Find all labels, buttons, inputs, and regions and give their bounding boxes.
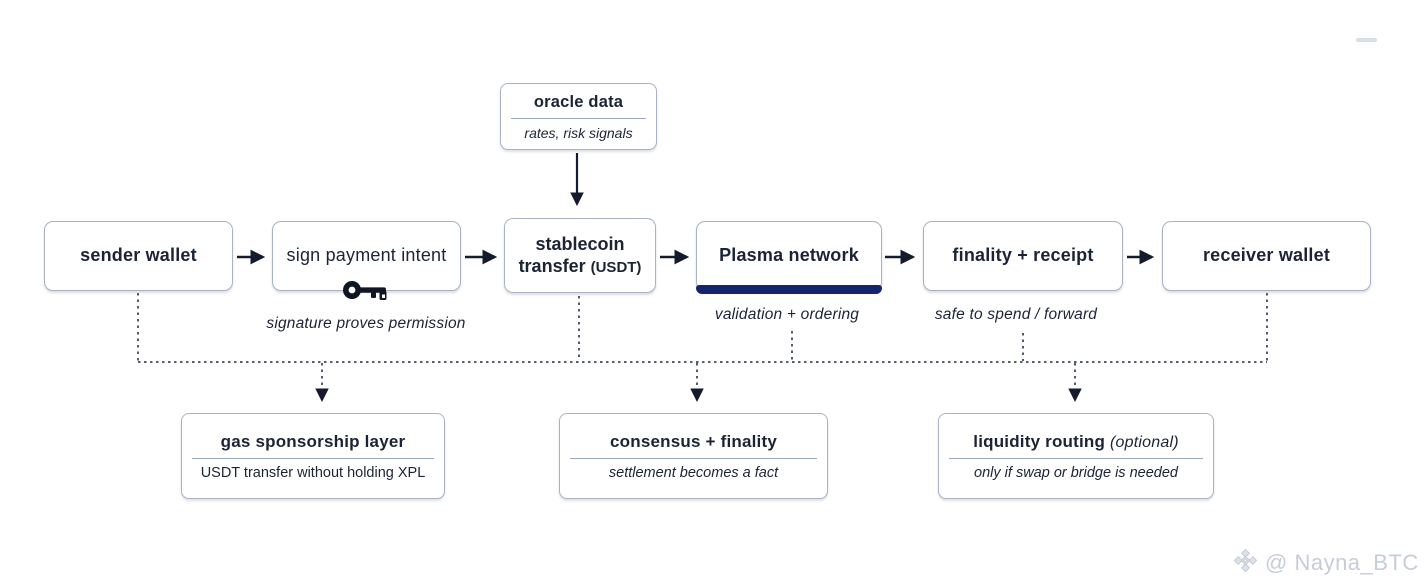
watermark: @ Nayna_BTC (1232, 547, 1419, 579)
oracle-subtitle: rates, risk signals (524, 124, 633, 141)
scan-artifact-dash (1356, 38, 1377, 42)
oracle-title: oracle data (533, 92, 624, 111)
node-consensus-finality: consensus + finality settlement becomes … (559, 413, 828, 499)
liquidity-title-suffix: (optional) (1110, 433, 1179, 451)
stablecoin-line1: stablecoin (535, 233, 625, 254)
node-plasma-network: Plasma network (696, 221, 882, 294)
stablecoin-suffix: (USDT) (590, 259, 642, 277)
node-gas-sponsorship-layer: gas sponsorship layer USDT transfer with… (181, 413, 445, 499)
node-receiver-wallet: receiver wallet (1162, 221, 1371, 291)
sign-payment-intent-label: sign payment intent (286, 245, 447, 266)
caption-safe-to-spend: safe to spend / forward (934, 306, 1098, 323)
binance-diamond-icon (1232, 547, 1259, 579)
node-finality-receipt: finality + receipt (923, 221, 1123, 291)
node-stablecoin-transfer: stablecoin transfer (USDT) (504, 218, 656, 293)
liquidity-layer-title: liquidity routing (optional) (973, 432, 1178, 452)
consensus-layer-title: consensus + finality (610, 431, 777, 451)
receiver-wallet-label: receiver wallet (1202, 245, 1331, 266)
sender-wallet-label: sender wallet (80, 245, 197, 266)
oracle-divider (511, 117, 646, 119)
gas-layer-divider (192, 457, 434, 459)
node-liquidity-routing: liquidity routing (optional) only if swa… (938, 413, 1214, 499)
watermark-handle: @ Nayna_BTC (1265, 550, 1419, 575)
liquidity-title-text: liquidity routing (973, 431, 1106, 451)
consensus-layer-subtitle: settlement becomes a fact (608, 464, 779, 481)
key-icon (342, 277, 390, 307)
plasma-network-label: Plasma network (719, 245, 859, 266)
caption-signature: signature proves permission (266, 315, 466, 332)
gas-layer-title: gas sponsorship layer (220, 431, 406, 451)
finality-receipt-label: finality + receipt (952, 245, 1094, 266)
stablecoin-line2: transfer (518, 256, 586, 277)
liquidity-layer-subtitle: only if swap or bridge is needed (974, 464, 1178, 481)
plasma-underline-bar (696, 285, 882, 294)
stablecoin-transfer-label: stablecoin transfer (USDT) (519, 233, 642, 278)
node-oracle-data: oracle data rates, risk signals (500, 83, 657, 150)
consensus-layer-divider (570, 457, 817, 459)
gas-layer-subtitle: USDT transfer without holding XPL (200, 464, 426, 481)
liquidity-layer-divider (949, 457, 1203, 459)
node-sender-wallet: sender wallet (44, 221, 233, 291)
caption-validation: validation + ordering (714, 306, 860, 323)
